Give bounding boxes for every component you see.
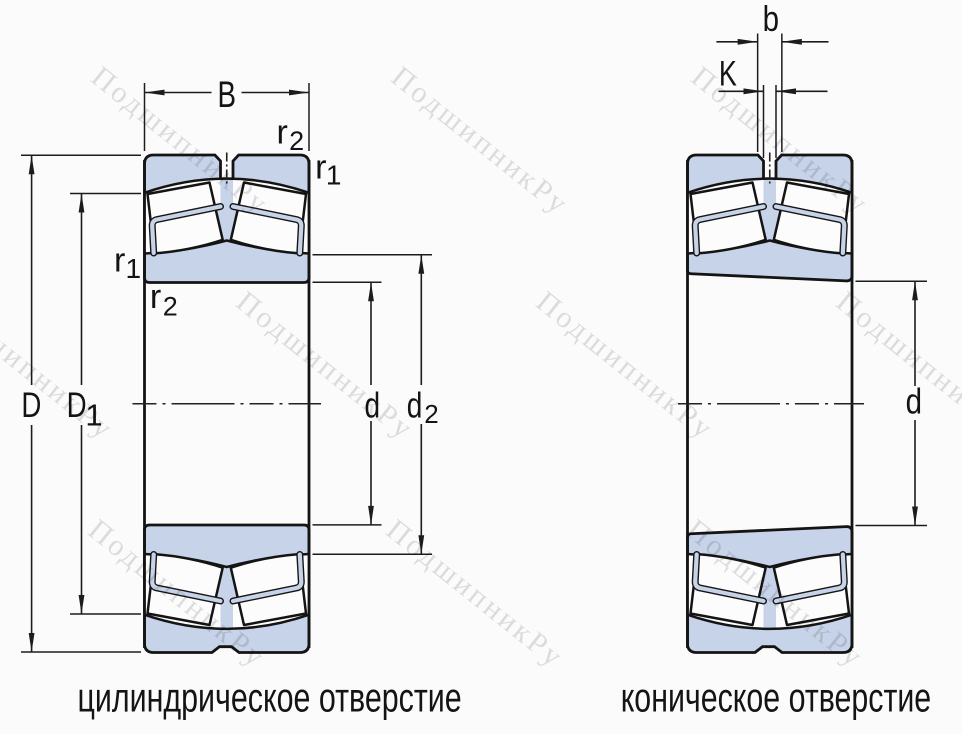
svg-text:ПодшипникРу: ПодшипникРу bbox=[380, 513, 570, 675]
svg-text:D: D bbox=[67, 385, 87, 425]
svg-text:коническое отверстие: коническое отверстие bbox=[621, 675, 932, 721]
svg-text:ПодшипникРу: ПодшипникРу bbox=[230, 285, 420, 447]
svg-text:ПодшипникРу: ПодшипникРу bbox=[385, 60, 575, 222]
svg-text:b: b bbox=[763, 0, 779, 39]
svg-text:K: K bbox=[719, 53, 737, 94]
svg-text:r: r bbox=[150, 278, 161, 316]
svg-text:1: 1 bbox=[85, 398, 102, 433]
svg-text:2: 2 bbox=[163, 292, 178, 322]
svg-text:2: 2 bbox=[289, 126, 304, 156]
svg-text:d: d bbox=[407, 385, 423, 425]
svg-text:ПодшипникРу: ПодшипникРу bbox=[530, 285, 720, 447]
svg-text:d: d bbox=[364, 385, 380, 425]
svg-text:ПодшипникРу: ПодшипникРу bbox=[830, 285, 962, 447]
svg-text:r: r bbox=[276, 114, 287, 152]
svg-text:d: d bbox=[906, 381, 922, 421]
svg-text:цилиндрическое отверстие: цилиндрическое отверстие bbox=[78, 675, 462, 721]
svg-text:1: 1 bbox=[326, 159, 342, 190]
svg-text:2: 2 bbox=[424, 399, 438, 429]
svg-text:ПодшипникРу: ПодшипникРу bbox=[0, 285, 120, 447]
svg-text:r: r bbox=[315, 148, 326, 186]
svg-text:r: r bbox=[114, 242, 125, 280]
svg-text:B: B bbox=[217, 73, 236, 115]
svg-text:D: D bbox=[21, 385, 41, 425]
svg-text:1: 1 bbox=[126, 253, 142, 284]
